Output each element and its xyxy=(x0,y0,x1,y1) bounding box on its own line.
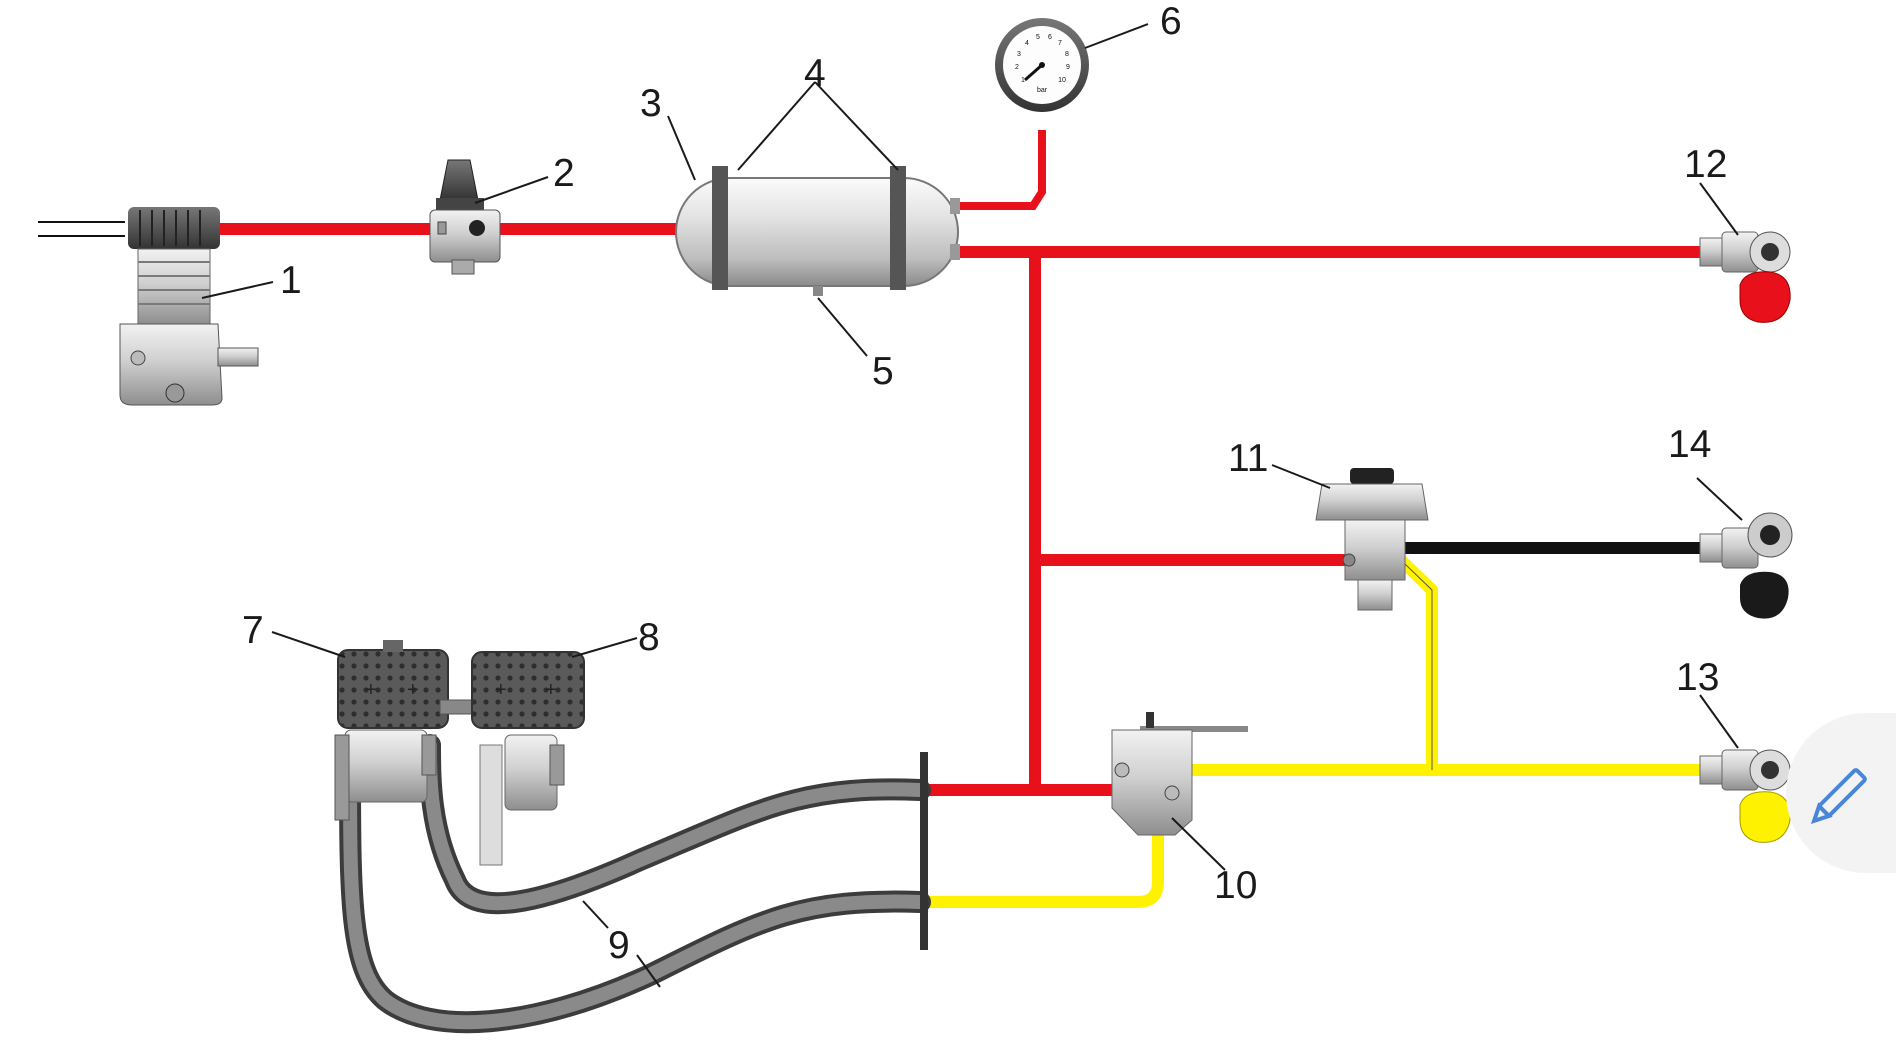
gauge-tick-label: 4 xyxy=(1025,40,1029,47)
edit-button[interactable] xyxy=(1786,713,1896,873)
svg-text:+: + xyxy=(407,679,419,701)
gauge-unit: bar xyxy=(1037,87,1048,94)
control-line-pedal xyxy=(925,830,1164,908)
pedal-7-body xyxy=(344,729,428,803)
coupling-13-cover xyxy=(1739,791,1791,843)
compressor-crankcase xyxy=(119,323,223,406)
coupling-12-cover xyxy=(1739,271,1791,323)
compressor-bolt xyxy=(130,350,146,366)
valve-10-body xyxy=(1111,729,1193,836)
gauge-tick-label: 6 xyxy=(1048,34,1052,41)
gauge-tick-label: 8 xyxy=(1065,51,1069,58)
pedal-8-body xyxy=(504,734,558,811)
valve-10-lever xyxy=(1140,726,1248,732)
callout-11: 11 xyxy=(1228,437,1269,480)
tank-strap-4 xyxy=(712,166,728,290)
tank-strap-4 xyxy=(890,166,906,290)
gauge-tick-label: 2 xyxy=(1015,64,1019,71)
valve-11-top xyxy=(1315,483,1429,521)
regulator-body xyxy=(429,209,501,263)
regulator-collar xyxy=(436,198,484,212)
gauge-tick-label: 7 xyxy=(1058,40,1062,47)
gauge-tick-label: 3 xyxy=(1017,51,1021,58)
callout-2: 2 xyxy=(553,152,575,195)
pressure-gauge-6: 1 2 3 4 5 6 7 8 9 10 bar xyxy=(995,18,1089,112)
gauge-tick-label: 1 xyxy=(1021,77,1025,84)
hoses-9 xyxy=(339,734,931,1034)
pressure-regulator-2 xyxy=(429,159,501,275)
callout-5: 5 xyxy=(872,350,894,393)
gauge-tick-label: 10 xyxy=(1058,77,1066,84)
valve-11-body xyxy=(1344,519,1406,581)
coupling-12-red xyxy=(1699,231,1791,323)
callout-4: 4 xyxy=(804,52,826,95)
compressor-shaft xyxy=(217,347,259,367)
pedal-7-pad xyxy=(337,649,449,729)
pencil-icon xyxy=(1786,713,1896,873)
hose-upper-fill xyxy=(423,738,927,911)
callout-12: 12 xyxy=(1684,143,1727,186)
pedal-8-arm xyxy=(479,744,503,866)
coupling-14-black xyxy=(1699,512,1793,619)
callout-1: 1 xyxy=(280,259,302,302)
hose-upper xyxy=(419,734,931,915)
coupling-13-yellow xyxy=(1699,749,1791,843)
callout-10: 10 xyxy=(1214,864,1257,907)
brake-valve-10 xyxy=(1111,712,1248,836)
callout-6: 6 xyxy=(1160,0,1182,43)
callout-9: 9 xyxy=(608,924,630,967)
gauge-tick-label: 5 xyxy=(1036,34,1040,41)
valve-11-exhaust xyxy=(1357,579,1393,611)
callout-7: 7 xyxy=(242,609,264,652)
svg-text:+: + xyxy=(365,679,377,701)
callout-labels: 1 2 3 4 5 6 7 8 9 10 11 12 13 14 xyxy=(242,0,1727,967)
leader-lines xyxy=(201,23,1743,988)
callout-13: 13 xyxy=(1676,656,1719,699)
relay-valve-11 xyxy=(1315,468,1429,611)
tank-to-gauge-line xyxy=(955,130,1046,210)
callout-14: 14 xyxy=(1668,423,1711,466)
compressor-bolt xyxy=(165,383,185,403)
compressor-cylinder xyxy=(137,248,211,325)
regulator-port xyxy=(451,259,475,275)
air-tank-3 xyxy=(675,166,960,296)
callout-8: 8 xyxy=(638,616,660,659)
compressor-1 xyxy=(119,207,259,406)
brake-pedal-8: + + xyxy=(471,651,585,866)
hose-lower-fill xyxy=(343,753,927,1030)
brake-pedal-7: + + xyxy=(334,640,449,821)
gauge-tick-label: 9 xyxy=(1066,64,1070,71)
svg-text:+: + xyxy=(495,679,507,701)
drain-valve-5 xyxy=(813,286,823,296)
gauge-needle xyxy=(1024,63,1043,82)
regulator-cap xyxy=(439,159,479,201)
valve-11-cap xyxy=(1350,468,1394,484)
control-lines xyxy=(925,533,1705,908)
pedal-8-pad xyxy=(471,651,585,729)
regulator-knob xyxy=(469,220,485,236)
compressor-head xyxy=(128,207,220,249)
callout-3: 3 xyxy=(640,82,662,125)
coupling-14-cover xyxy=(1740,571,1789,619)
svg-text:+: + xyxy=(545,679,557,701)
